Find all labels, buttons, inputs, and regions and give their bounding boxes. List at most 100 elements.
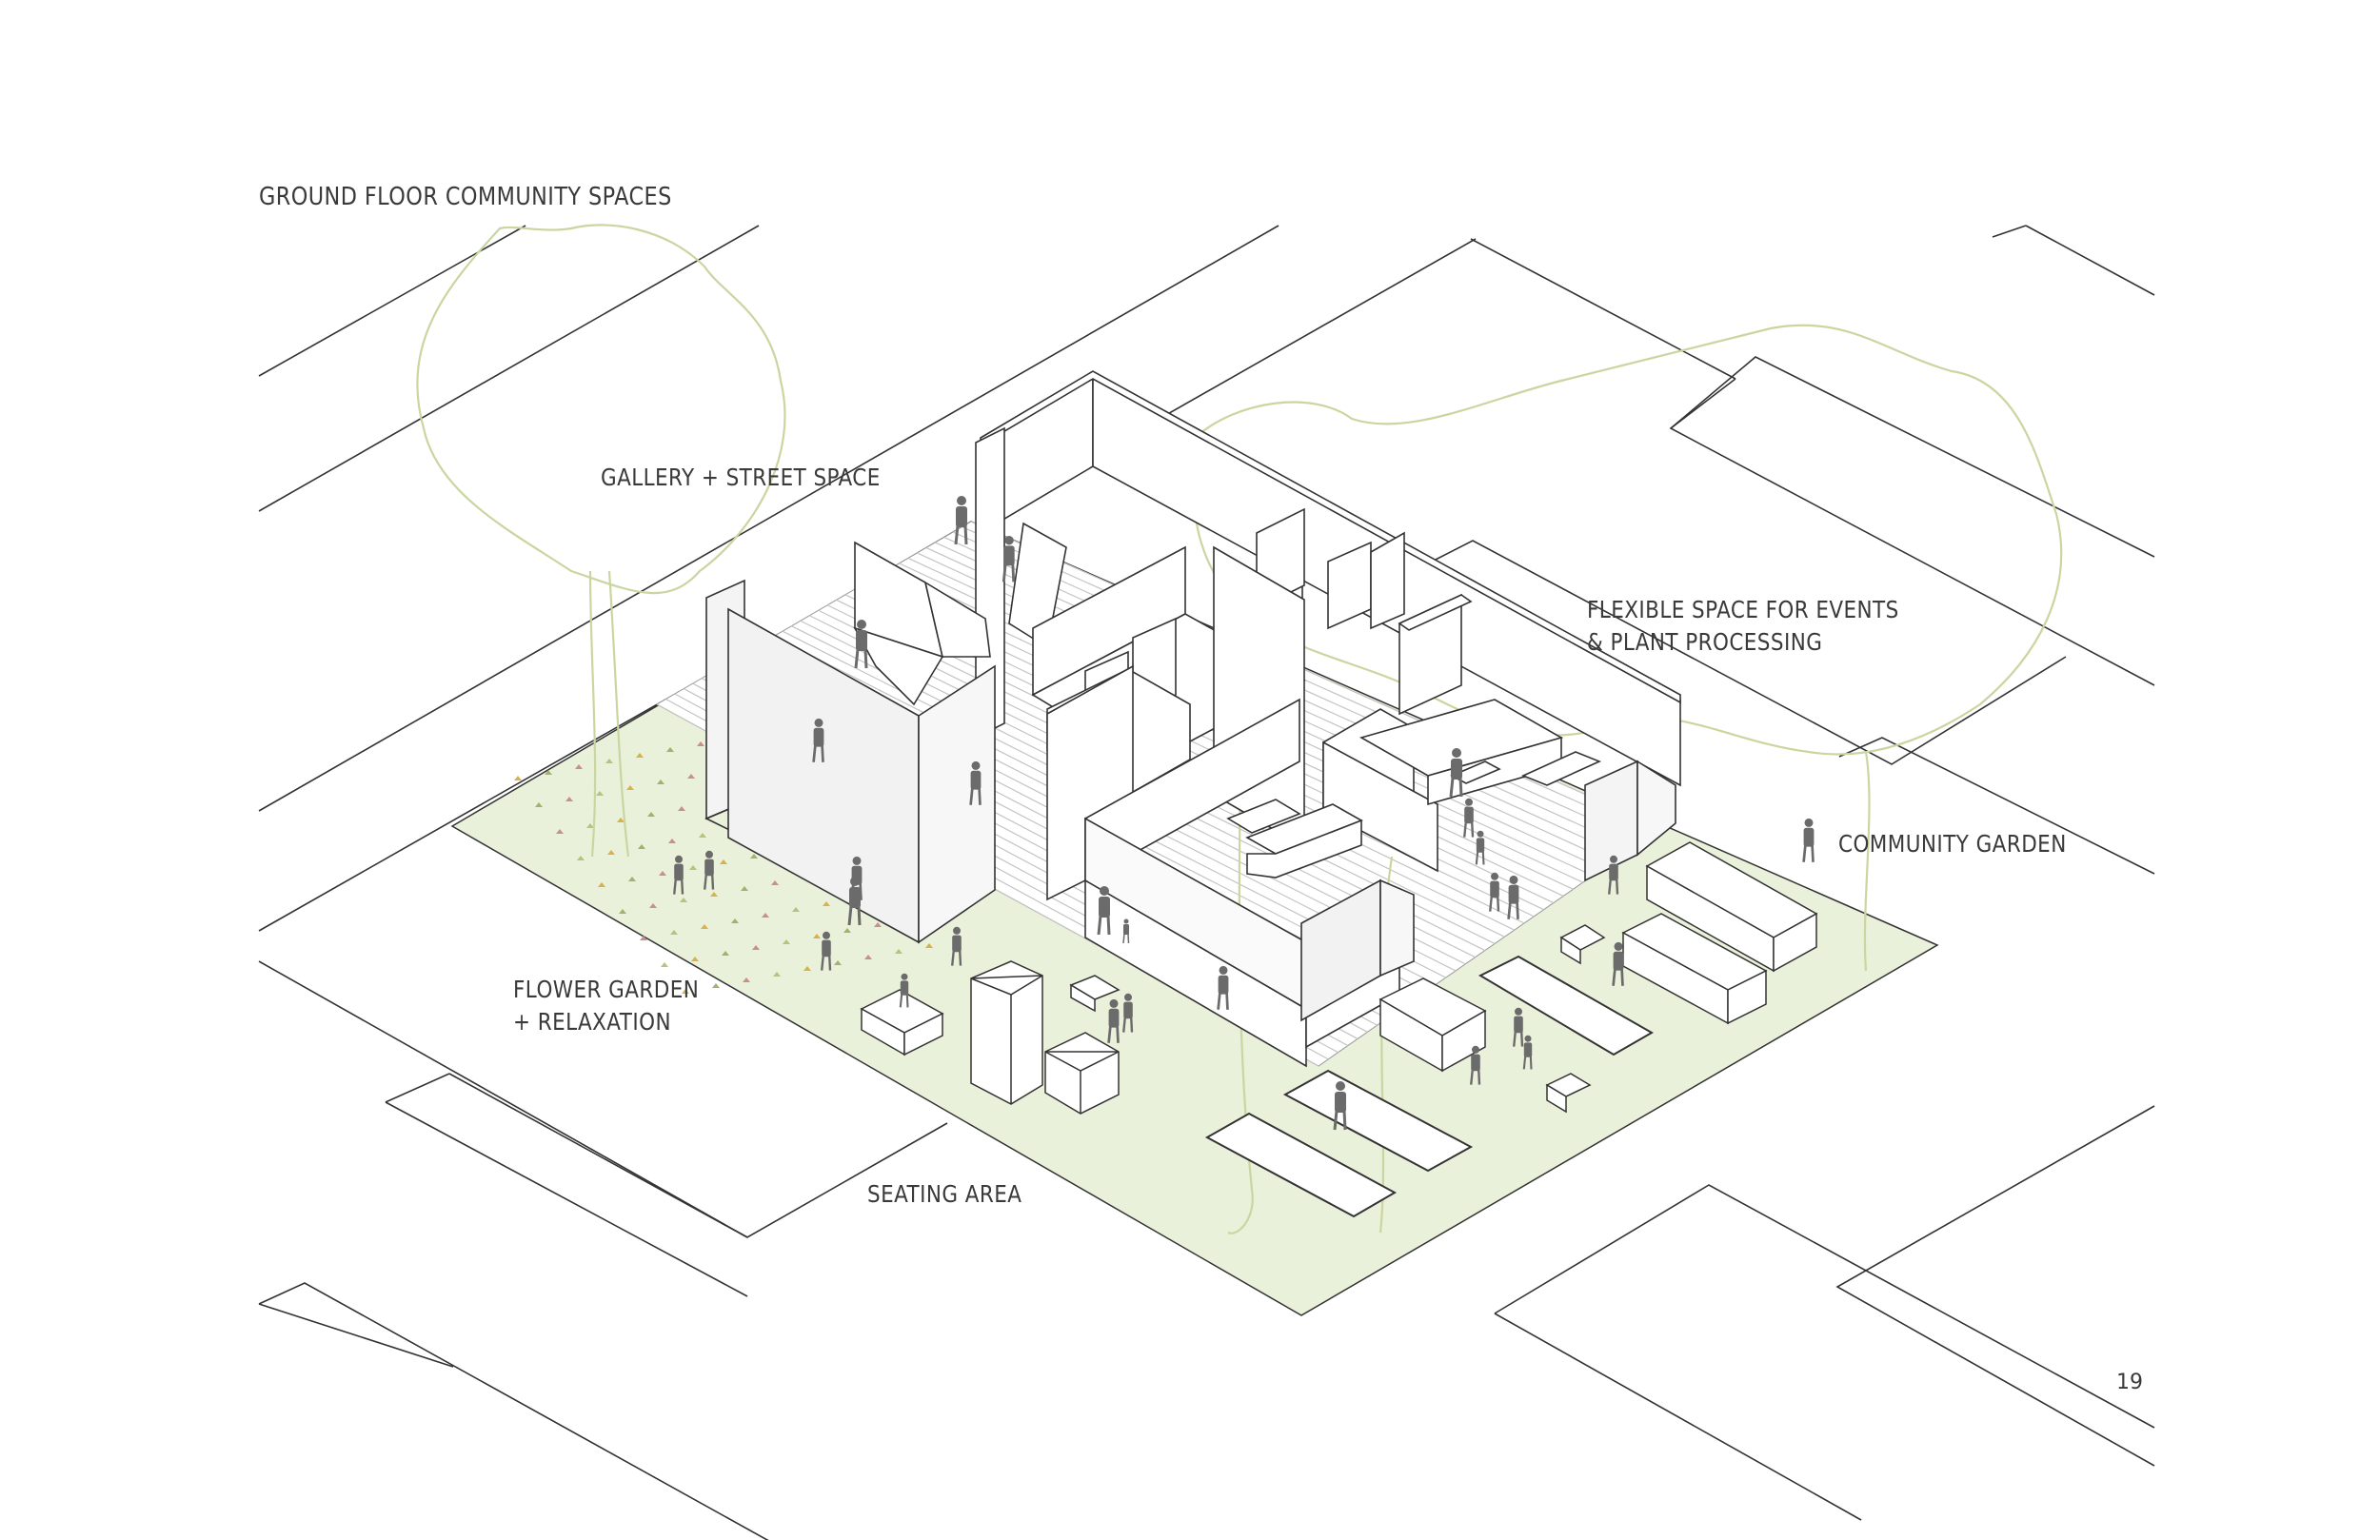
person-figure xyxy=(821,931,832,971)
people xyxy=(673,496,1815,1131)
flower-mark xyxy=(666,747,674,752)
person-figure xyxy=(1097,886,1111,936)
flower-mark xyxy=(752,945,760,950)
flower-mark xyxy=(874,922,882,927)
person-figure xyxy=(1475,830,1485,865)
seating-blocks xyxy=(860,960,1121,1115)
flower-mark xyxy=(640,936,647,940)
flower-mark xyxy=(697,741,704,746)
flower-mark xyxy=(577,856,585,860)
person-figure xyxy=(899,973,909,1008)
flower-mark xyxy=(771,880,779,885)
person-figure xyxy=(1449,748,1463,798)
person-figure xyxy=(847,877,862,926)
flower-mark xyxy=(586,823,594,828)
flower-mark xyxy=(661,962,668,967)
person-figure xyxy=(1463,798,1475,838)
flower-mark xyxy=(710,892,718,897)
flower-mark xyxy=(670,930,678,935)
flower-mark xyxy=(722,951,729,956)
flower-mark xyxy=(514,776,522,780)
page-number: 19 xyxy=(2116,1371,2143,1394)
flower-mark xyxy=(813,934,821,938)
flower-mark xyxy=(731,918,739,923)
person-figure xyxy=(1107,998,1120,1043)
flower-mark xyxy=(636,753,644,758)
flower-mark xyxy=(535,802,543,807)
deck-board xyxy=(962,525,1652,836)
person-figure xyxy=(1513,1007,1524,1047)
person-figure xyxy=(1217,965,1229,1010)
person-figure xyxy=(969,760,982,805)
flower-mark xyxy=(762,913,769,918)
building xyxy=(704,370,1681,1068)
flower-mark xyxy=(750,854,758,859)
flower-mark xyxy=(864,955,872,959)
flower-mark xyxy=(682,989,689,994)
person-figure xyxy=(812,718,824,762)
person-figure xyxy=(1507,875,1519,919)
flower-mark xyxy=(556,829,564,834)
flower-mark xyxy=(895,949,902,954)
flower-mark xyxy=(649,903,657,908)
flower-mark xyxy=(617,818,625,822)
label-flexible-line-1: FLEXIBLE SPACE FOR EVENTS xyxy=(1587,596,1899,623)
flower-mark xyxy=(843,928,851,933)
person-figure xyxy=(1122,918,1130,944)
flower-mark xyxy=(680,898,687,902)
flower-mark xyxy=(834,960,842,965)
flower-mark xyxy=(701,924,708,929)
flower-mark xyxy=(689,865,697,870)
flower-mark xyxy=(605,759,613,763)
flower-mark xyxy=(638,844,645,849)
label-flower-line-2: + RELAXATION xyxy=(513,1008,671,1036)
label-flower-garden: FLOWER GARDEN + RELAXATION xyxy=(513,974,699,1038)
flower-mark xyxy=(596,791,604,796)
label-flower-line-1: FLOWER GARDEN xyxy=(513,976,700,1003)
flower-mark xyxy=(545,770,552,775)
label-flexible-space: FLEXIBLE SPACE FOR EVENTS & PLANT PROCES… xyxy=(1587,594,1899,659)
garden-beds xyxy=(1204,841,1818,1218)
flower-mark xyxy=(783,939,790,944)
flower-mark xyxy=(678,806,685,811)
flower-mark xyxy=(619,909,626,914)
flower-mark xyxy=(565,797,573,801)
flower-mark xyxy=(691,957,699,961)
label-gallery: GALLERY + STREET SPACE xyxy=(601,464,881,491)
flower-mark xyxy=(741,886,748,891)
label-flexible-line-2: & PLANT PROCESSING xyxy=(1587,628,1823,656)
person-figure xyxy=(951,926,962,966)
flower-mark xyxy=(720,859,727,864)
person-figure xyxy=(1489,872,1500,912)
label-community-garden: COMMUNITY GARDEN xyxy=(1838,830,2067,858)
flower-mark xyxy=(598,882,605,887)
page-title: GROUND FLOOR COMMUNITY SPACES xyxy=(259,183,672,211)
flower-mark xyxy=(575,764,583,769)
label-seating-area: SEATING AREA xyxy=(867,1180,1022,1208)
person-figure xyxy=(1612,941,1624,986)
flower-mark xyxy=(628,877,636,881)
flower-mark xyxy=(668,839,676,843)
flower-mark xyxy=(659,871,666,876)
person-figure xyxy=(1333,1081,1347,1131)
flower-mark xyxy=(823,901,830,906)
person-figure xyxy=(854,620,868,669)
flower-mark xyxy=(657,780,664,784)
flower-mark xyxy=(687,774,695,779)
flower-mark xyxy=(803,966,811,971)
person-figure xyxy=(1470,1045,1481,1085)
person-figure xyxy=(1522,1035,1533,1070)
person-figure xyxy=(954,496,968,545)
person-figure xyxy=(1122,993,1134,1033)
flower-mark xyxy=(773,972,781,977)
person-figure xyxy=(1002,535,1016,582)
flower-mark xyxy=(647,812,655,817)
flower-mark xyxy=(792,907,800,912)
person-figure xyxy=(704,850,715,890)
person-figure xyxy=(1608,855,1619,895)
flower-mark xyxy=(743,977,750,982)
person-figure xyxy=(673,855,684,895)
flower-mark xyxy=(699,833,706,838)
flower-mark xyxy=(712,983,720,988)
